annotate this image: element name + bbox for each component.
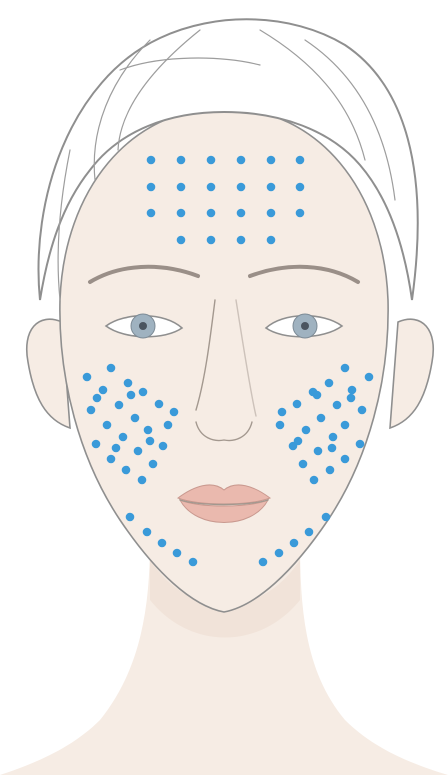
left-jaw-dot: [173, 549, 182, 558]
left-cheek-dot: [149, 460, 158, 469]
left-cheek-dot: [134, 447, 143, 456]
left-jaw-dot: [143, 528, 152, 537]
left-cheek-dot: [138, 476, 147, 485]
right-cheek-dot: [326, 466, 335, 475]
left-cheek-dot: [112, 444, 121, 453]
left-pupil: [139, 322, 147, 330]
left-cheek-dot: [99, 386, 108, 395]
right-cheek-dot: [278, 408, 287, 417]
right-cheek-dot: [299, 460, 308, 469]
right-cheek-dot: [341, 421, 350, 430]
right-cheek-dot: [314, 447, 323, 456]
left-cheek-dot: [155, 400, 164, 409]
left-cheek-dot: [122, 466, 131, 475]
forehead-dot: [267, 183, 276, 192]
right-jaw-dot: [259, 558, 268, 567]
left-jaw-dot: [126, 513, 135, 522]
left-cheek-dot: [170, 408, 179, 417]
left-cheek-dot: [119, 433, 128, 442]
forehead-dot: [147, 156, 156, 165]
right-cheek-dot: [317, 414, 326, 423]
right-cheek-dot: [325, 379, 334, 388]
right-cheek-dot: [356, 440, 365, 449]
face-shape: [60, 108, 388, 612]
forehead-dot: [267, 156, 276, 165]
left-cheek-dot: [146, 437, 155, 446]
right-cheek-dot: [276, 421, 285, 430]
forehead-dot: [296, 183, 305, 192]
left-cheek-dot: [131, 414, 140, 423]
forehead-dot: [177, 156, 186, 165]
right-jaw-dot: [290, 539, 299, 548]
left-cheek-dot: [92, 440, 101, 449]
left-cheek-dot: [103, 421, 112, 430]
forehead-dot: [177, 236, 186, 245]
right-cheek-dot: [310, 476, 319, 485]
right-cheek-dot: [347, 394, 356, 403]
left-jaw-dot: [158, 539, 167, 548]
right-cheek-dot: [328, 444, 337, 453]
left-cheek-dot: [115, 401, 124, 410]
left-cheek-dot: [93, 394, 102, 403]
left-jaw-dot: [189, 558, 198, 567]
right-cheek-dot: [341, 364, 350, 373]
left-cheek-dot: [144, 426, 153, 435]
right-cheek-dot: [358, 406, 367, 415]
right-cheek-dot: [293, 400, 302, 409]
right-cheek-dot: [365, 373, 374, 382]
forehead-dot: [267, 236, 276, 245]
left-cheek-dot: [87, 406, 96, 415]
right-cheek-dot: [302, 426, 311, 435]
right-cheek-dot: [329, 433, 338, 442]
right-jaw-dot: [322, 513, 331, 522]
forehead-dot: [177, 183, 186, 192]
right-cheek-dot: [313, 391, 322, 400]
forehead-dot: [267, 209, 276, 218]
forehead-dot: [147, 183, 156, 192]
forehead-dot: [237, 209, 246, 218]
left-cheek-dot: [159, 442, 168, 451]
left-cheek-dot: [107, 455, 116, 464]
right-pupil: [301, 322, 309, 330]
right-cheek-dot: [333, 401, 342, 410]
forehead-dot: [296, 156, 305, 165]
forehead-dot: [207, 156, 216, 165]
forehead-dot: [237, 183, 246, 192]
left-cheek-dot: [139, 388, 148, 397]
right-cheek-dot: [294, 437, 303, 446]
forehead-dot: [207, 183, 216, 192]
left-cheek-dot: [164, 421, 173, 430]
forehead-dot: [296, 209, 305, 218]
right-cheek-dot: [348, 386, 357, 395]
right-ear: [390, 319, 433, 428]
right-jaw-dot: [305, 528, 314, 537]
right-jaw-dot: [275, 549, 284, 558]
right-cheek-dot: [341, 455, 350, 464]
forehead-dot: [237, 236, 246, 245]
forehead-dot: [207, 236, 216, 245]
left-cheek-dot: [83, 373, 92, 382]
left-cheek-dot: [124, 379, 133, 388]
forehead-dot: [207, 209, 216, 218]
left-cheek-dot: [127, 391, 136, 400]
forehead-dot: [237, 156, 246, 165]
forehead-dot: [177, 209, 186, 218]
forehead-dot: [147, 209, 156, 218]
left-cheek-dot: [107, 364, 116, 373]
